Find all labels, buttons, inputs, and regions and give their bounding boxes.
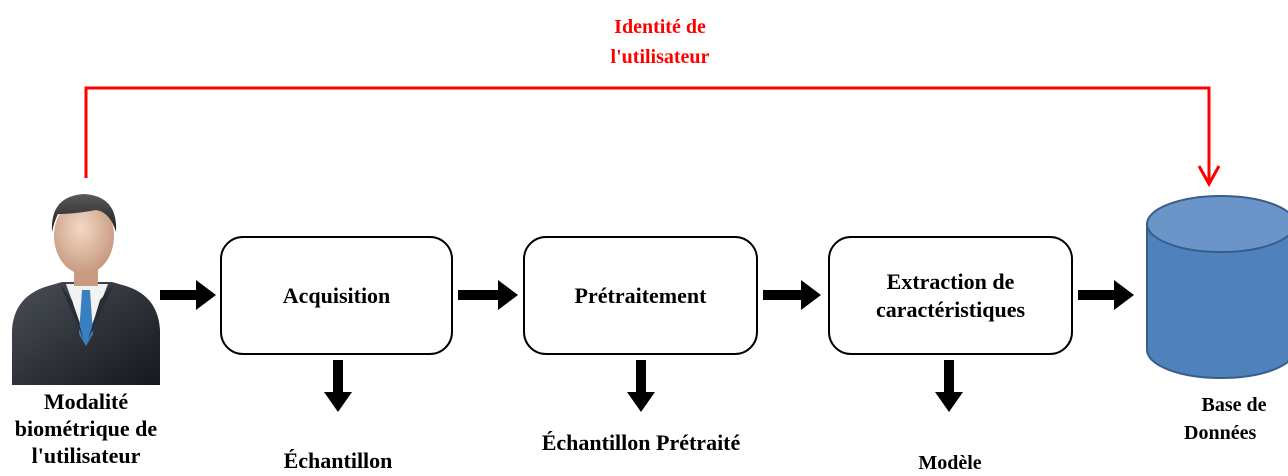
database-cylinder-icon bbox=[1146, 195, 1288, 379]
acquisition-label: Acquisition bbox=[221, 237, 452, 354]
businessman-icon bbox=[12, 194, 160, 385]
identity-label-line2: l'utilisateur bbox=[610, 46, 710, 68]
output-arrow-extraction bbox=[935, 360, 963, 412]
flow-arrow-pretraitement-to-extraction bbox=[763, 280, 821, 310]
identity-feedback-arrow bbox=[84, 86, 1221, 188]
acquisition-box bbox=[220, 236, 453, 355]
user-caption-line3: l'utilisateur bbox=[31, 443, 141, 468]
extraction-box bbox=[828, 236, 1073, 355]
output-arrow-acquisition bbox=[324, 360, 352, 412]
flow-arrow-user-to-acquisition bbox=[160, 280, 216, 310]
user-caption-line2: biométrique de bbox=[14, 416, 158, 441]
extraction-label: Extraction de caractéristiques bbox=[829, 237, 1072, 354]
extraction-label-line1: Extraction de bbox=[886, 268, 1015, 294]
output-label-echantillon: Échantillon bbox=[283, 448, 393, 473]
pretraitement-label: Prétraitement bbox=[524, 237, 757, 354]
database-caption-line1: Base de bbox=[1201, 394, 1267, 416]
extraction-label-line2: caractéristiques bbox=[875, 296, 1026, 322]
output-arrow-pretraitement bbox=[627, 360, 655, 412]
identity-label-line1: Identité de bbox=[614, 16, 706, 38]
database-caption-line2: Données bbox=[1184, 422, 1257, 444]
pretraitement-label-text: Prétraitement bbox=[574, 282, 707, 308]
user-caption-line1: Modalité bbox=[43, 389, 129, 414]
flow-arrow-acquisition-to-pretraitement bbox=[458, 280, 518, 310]
output-label-echantillon-pretraite: Échantillon Prétraité bbox=[541, 430, 741, 455]
pretraitement-box bbox=[523, 236, 758, 355]
output-label-modele: Modèle bbox=[918, 452, 982, 474]
flow-arrow-extraction-to-database bbox=[1078, 280, 1134, 310]
acquisition-label-text: Acquisition bbox=[282, 282, 391, 308]
